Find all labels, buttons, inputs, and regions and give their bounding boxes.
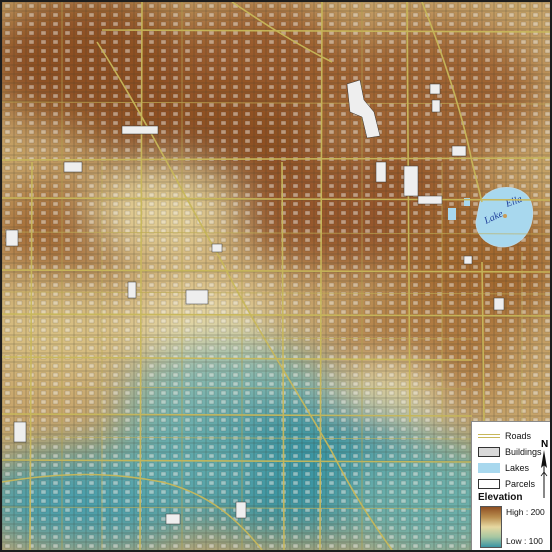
legend-roads: Roads — [478, 430, 531, 442]
legend-buildings-label: Buildings — [505, 447, 542, 457]
north-letter: N — [541, 439, 549, 450]
north-arrow-icon — [540, 450, 548, 498]
buildings-swatch — [478, 447, 500, 457]
legend-parcels-label: Parcels — [505, 479, 536, 489]
map-legend: Roads Buildings Lakes Parcels Elevation … — [471, 421, 550, 550]
elevation-ramp — [480, 506, 502, 548]
lakes-layer — [448, 198, 470, 220]
parcels-swatch — [478, 479, 500, 489]
elevation-title: Elevation — [478, 492, 523, 503]
lakes-swatch — [478, 463, 500, 473]
legend-roads-label: Roads — [505, 431, 532, 441]
buildings-layer — [5, 79, 505, 525]
roads-swatch — [478, 431, 500, 441]
elevation-low-label: Low : 100 — [506, 536, 543, 546]
lake-ella[interactable] — [475, 187, 534, 248]
legend-parcels: Parcels — [478, 478, 535, 490]
legend-lakes-label: Lakes — [505, 463, 530, 473]
elevation-high-label: High : 200 — [506, 507, 545, 517]
legend-buildings: Buildings — [478, 446, 542, 458]
legend-lakes: Lakes — [478, 462, 529, 474]
